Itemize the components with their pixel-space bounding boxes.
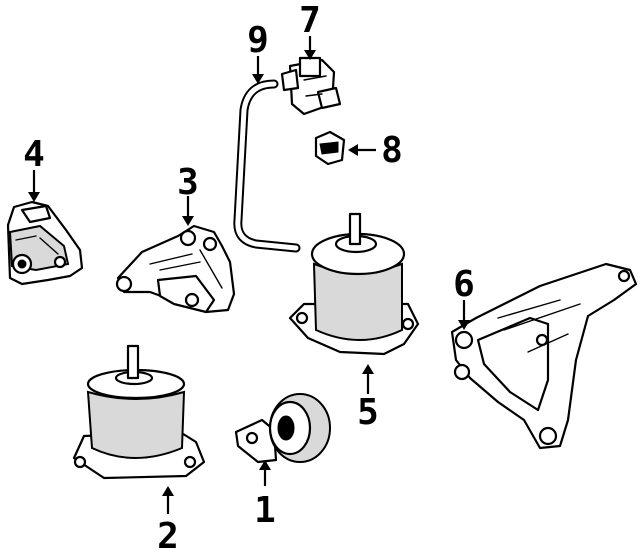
callout-6: 6: [453, 264, 475, 305]
arrow-6: [458, 320, 470, 330]
callout-4: 4: [23, 134, 45, 175]
part-5-hydraulic-mount: [288, 212, 420, 356]
arrow-4: [28, 192, 40, 202]
part-2-hydraulic-mount: [72, 344, 206, 480]
part-1-rubber-mount: [234, 393, 331, 464]
callout-3: 3: [177, 162, 199, 203]
part-9-hose: [233, 79, 301, 253]
callout-9: 9: [247, 20, 269, 61]
arrow-8: [348, 144, 358, 156]
arrow-5: [362, 364, 374, 374]
arrow-2: [162, 486, 174, 496]
callout-7: 7: [299, 0, 321, 41]
callout-leaders: [28, 36, 470, 514]
callout-labels: 1 2 3 4 5 6 7 8 9: [23, 0, 475, 556]
callout-8: 8: [381, 130, 403, 171]
callout-5: 5: [357, 392, 379, 433]
part-8-clip: [314, 130, 346, 166]
part-6-bracket: [450, 262, 638, 450]
part-7-solenoid-valve: [280, 56, 342, 116]
callout-1: 1: [254, 490, 276, 531]
part-3-bracket: [115, 224, 236, 314]
arrow-3: [182, 216, 194, 226]
arrow-1: [259, 460, 271, 470]
arrow-9: [252, 74, 264, 84]
arrow-7: [304, 50, 316, 60]
callout-2: 2: [157, 516, 179, 551]
part-4-mount: [6, 200, 84, 286]
